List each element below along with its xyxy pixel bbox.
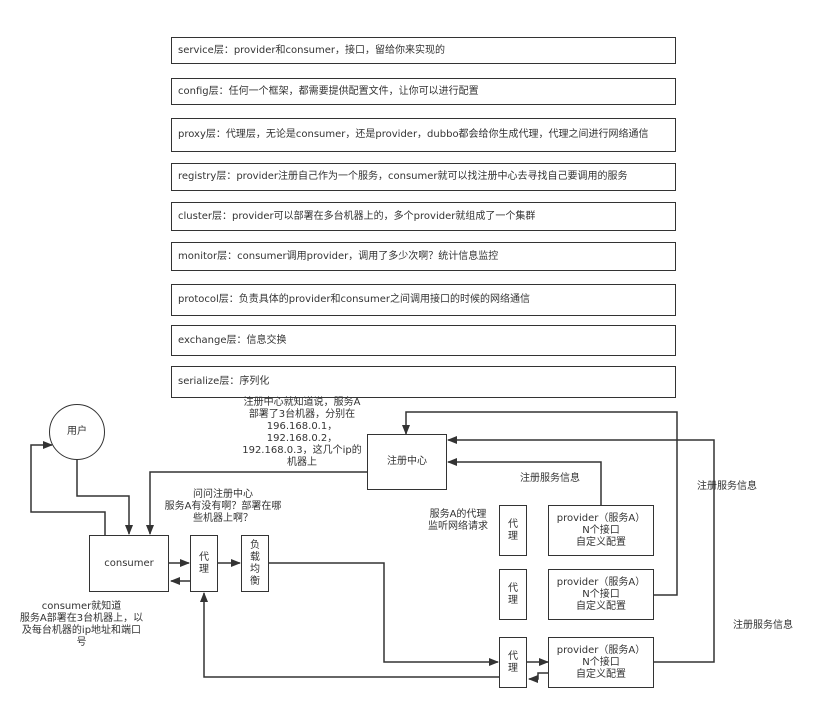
note-line: 部署了3台机器，分别在	[248, 409, 356, 420]
edge-proxy3-to-consumer-proxy	[200, 592, 499, 678]
layer-monitor-text: monitor层：consumer调用provider，调用了多少次啊？统计信息…	[178, 250, 499, 262]
edge-registry-to-consumer	[146, 471, 367, 535]
note-line: 服务A有没有啊？部署在哪	[164, 501, 282, 512]
note-line: 196.168.0.1，	[266, 421, 338, 432]
note-consumer-knows: consumer就知道 服务A部署在3台机器上，以 及每台机器的ip地址和端口 …	[14, 601, 149, 649]
provider-proxy-2-node: 代理	[499, 569, 527, 620]
note-line: 机器上	[287, 457, 317, 468]
provider-proxy-3-node: 代理	[499, 637, 527, 688]
note-registry-knows: 注册中心就知道说，服务A 部署了3台机器，分别在 196.168.0.1， 19…	[232, 397, 372, 469]
layer-monitor: monitor层：consumer调用provider，调用了多少次啊？统计信息…	[171, 242, 676, 271]
provider-3-line-2: N个接口	[582, 656, 620, 668]
provider-2-node: provider（服务A） N个接口 自定义配置	[548, 569, 654, 620]
provider-1-node: provider（服务A） N个接口 自定义配置	[548, 505, 654, 556]
provider-3-node: provider（服务A） N个接口 自定义配置	[548, 637, 654, 688]
note-line: 监听网络请求	[428, 521, 488, 532]
provider-2-line-2: N个接口	[582, 588, 620, 600]
consumer-proxy-node: 代理	[190, 535, 218, 592]
note-line: 服务A的代理	[429, 509, 487, 520]
layer-serialize-text: serialize层：序列化	[178, 376, 270, 387]
user-label: 用户	[67, 426, 87, 437]
layer-proxy-text: proxy层：代理层，无论是consumer，还是provider，dubbo都…	[178, 129, 649, 140]
provider-1-line-2: N个接口	[582, 524, 620, 536]
provider-proxy-2-label: 代理	[508, 582, 518, 606]
layer-registry-text: registry层：provider注册自己作为一个服务，consumer就可以…	[178, 171, 628, 182]
provider-3-line-3: 自定义配置	[576, 668, 626, 680]
layer-config-text: config层：任何一个框架，都需要提供配置文件，让你可以进行配置	[178, 85, 479, 97]
note-text: 注册服务信息	[733, 620, 793, 631]
provider-proxy-1-label: 代理	[508, 518, 518, 542]
layer-service: service层：provider和consumer，接口，留给你来实现的	[171, 37, 676, 64]
edge-user-to-consumer	[76, 456, 133, 535]
layer-exchange: exchange层：信息交换	[171, 325, 676, 356]
user-node: 用户	[49, 404, 105, 460]
layer-proxy: proxy层：代理层，无论是consumer，还是provider，dubbo都…	[171, 118, 676, 152]
note-text: 注册服务信息	[520, 473, 580, 484]
edge-provider2-register	[402, 411, 678, 596]
edge-lb-to-proxy3	[269, 562, 499, 666]
consumer-proxy-label: 代理	[199, 551, 209, 575]
note-ask-registry: 问问注册中心 服务A有没有啊？部署在哪 些机器上啊？	[158, 489, 288, 525]
note-register-info-1: 注册服务信息	[515, 473, 585, 485]
layer-registry: registry层：provider注册自己作为一个服务，consumer就可以…	[171, 163, 676, 191]
note-line: 号	[76, 637, 87, 648]
note-line: consumer就知道	[41, 601, 122, 612]
layer-exchange-text: exchange层：信息交换	[178, 334, 287, 346]
provider-3-line-1: provider（服务A）	[556, 644, 646, 656]
consumer-label: consumer	[104, 557, 154, 569]
edge-provider1-register	[447, 458, 602, 505]
layer-serialize: serialize层：序列化	[171, 366, 676, 398]
note-line: 服务A部署在3台机器上，以	[19, 613, 144, 624]
provider-proxy-3-label: 代理	[508, 650, 518, 674]
layer-cluster-text: cluster层：provider可以部署在多台机器上的，多个provider就…	[178, 210, 536, 222]
provider-1-line-1: provider（服务A）	[556, 512, 646, 524]
layer-protocol-text: protocol层：负责具体的provider和consumer之间调用接口的时…	[178, 294, 530, 305]
registry-center-node: 注册中心	[367, 434, 447, 490]
note-line: 问问注册中心	[193, 489, 253, 500]
consumer-node: consumer	[89, 535, 169, 592]
layer-service-text: service层：provider和consumer，接口，留给你来实现的	[178, 44, 445, 56]
layer-protocol: protocol层：负责具体的provider和consumer之间调用接口的时…	[171, 284, 676, 316]
provider-1-line-3: 自定义配置	[576, 536, 626, 548]
layer-config: config层：任何一个框架，都需要提供配置文件，让你可以进行配置	[171, 78, 676, 105]
note-line: 及每台机器的ip地址和端口	[21, 625, 142, 636]
edge-provider3-to-proxy3	[528, 672, 548, 683]
load-balance-node: 负载均衡	[241, 535, 269, 592]
provider-2-line-3: 自定义配置	[576, 600, 626, 612]
provider-proxy-1-node: 代理	[499, 505, 527, 556]
note-text: 注册服务信息	[697, 481, 757, 492]
load-balance-label: 负载均衡	[250, 539, 260, 587]
note-register-info-3: 注册服务信息	[728, 620, 798, 632]
layer-cluster: cluster层：provider可以部署在多台机器上的，多个provider就…	[171, 202, 676, 231]
registry-center-label: 注册中心	[387, 456, 427, 467]
note-line: 192.168.0.2，	[266, 433, 338, 444]
note-line: 些机器上啊？	[193, 513, 253, 524]
note-register-info-2: 注册服务信息	[692, 481, 762, 493]
note-line: 注册中心就知道说，服务A	[243, 397, 361, 408]
note-line: 192.168.0.3，这几个ip的	[242, 445, 362, 456]
edge-consumer-to-user	[30, 441, 106, 535]
provider-2-line-1: provider（服务A）	[556, 576, 646, 588]
edge-provider3-register	[447, 436, 715, 663]
note-proxy-listen: 服务A的代理 监听网络请求	[422, 509, 494, 533]
